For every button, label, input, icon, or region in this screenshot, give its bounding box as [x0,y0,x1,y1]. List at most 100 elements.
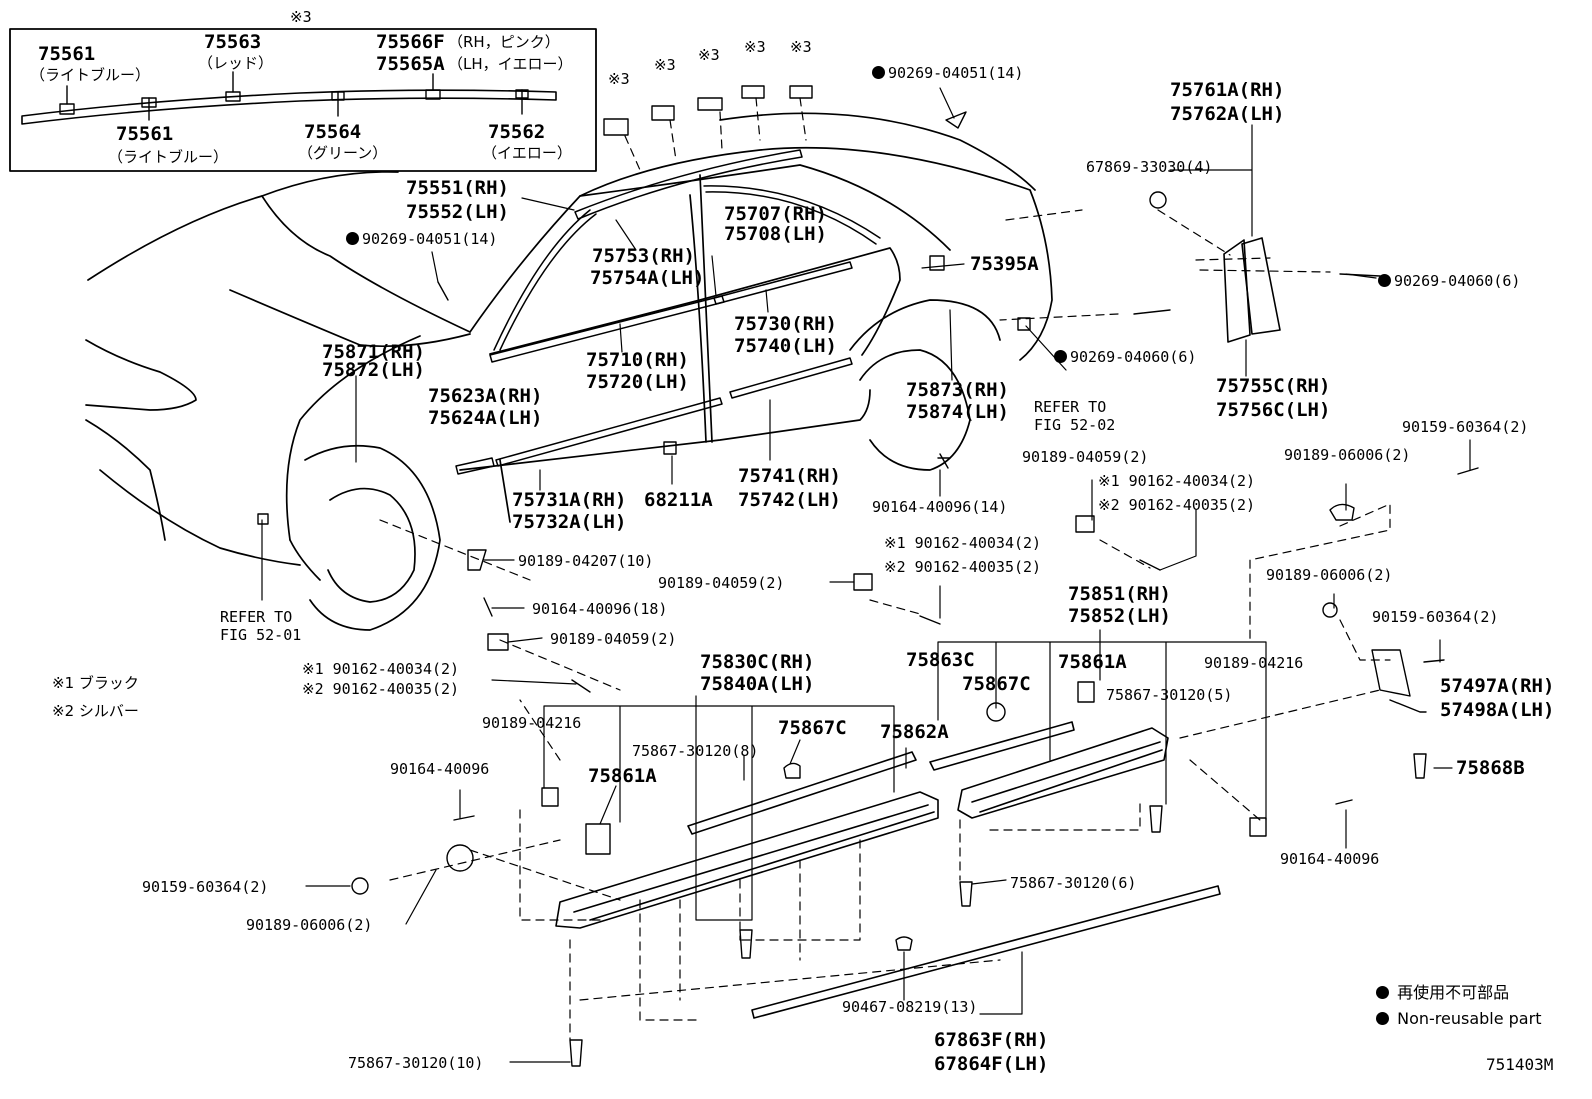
part-75566f: 75566F [376,31,445,53]
mark3-label-3: ※3 [698,46,720,64]
part-90189-04207: 90189-04207(10) [518,552,654,570]
legend-en: Non-reusable part [1376,1010,1541,1028]
part-75732a: 75732A(LH) [512,511,627,533]
part-75761a: 75761A(RH) [1170,79,1285,101]
part-90467-08219: 90467-08219(13) [842,998,978,1016]
mark3-label-1: ※3 [608,70,630,88]
note-black: ※1 ブラック [52,674,139,692]
part-75862a: 75862A [880,721,949,743]
part-75551: 75551(RH) [406,177,509,199]
pillar-moldings [1223,237,1281,343]
part-67864f: 67864F(LH) [934,1053,1049,1075]
part-90162-40034-mid-text: 90162-40034(2) [914,534,1042,552]
part-90269-04060-right: 90269-04060(6) [1378,272,1520,290]
part-75872: 75872(LH) [322,359,425,381]
car-body-outline [85,112,1053,631]
leader-lines [261,87,1471,1063]
part-67869-33030: 67869-33030(4) [1086,158,1213,176]
part-75562: 75562 [488,121,546,143]
part-75868b: 75868B [1456,757,1525,779]
part-75552: 75552(LH) [406,201,509,223]
part-90269-04051-top-text: 90269-04051(14) [888,64,1024,82]
part-90164-40096-right: 90164-40096 [1280,850,1380,868]
non-reusable-dot-icon [1054,350,1067,363]
non-reusable-dot-icon [1378,274,1391,287]
part-75840a: 75840A(LH) [700,673,815,695]
part-75395a: 75395A [970,253,1039,275]
note-silver: ※2 シルバー [52,702,139,720]
part-75708: 75708(LH) [724,223,827,245]
diagram-id: 751403M [1486,1055,1554,1074]
part-90159-60364-left: 90159-60364(2) [142,878,269,896]
part-90162-40034-left: ※1 90162-40034(2) [302,660,459,678]
part-75755c: 75755C(RH) [1216,375,1331,397]
non-reusable-dot-icon [346,232,359,245]
part-90189-06006-left: 90189-06006(2) [246,916,373,934]
part-75867-30120-6: 75867-30120(6) [1010,874,1137,892]
part-75730: 75730(RH) [734,313,837,335]
part-75871: 75871(RH) [322,341,425,363]
part-90269-04060-right-text: 90269-04060(6) [1394,272,1521,290]
part-90162-40035-left-text: 90162-40035(2) [332,680,460,698]
refer-fig-52-02-line1: REFER TO [1034,398,1107,416]
note-mark-2: ※2 [884,558,906,576]
refer-fig-52-02-line2: FIG 52-02 [1034,416,1116,434]
part-75863c: 75863C [906,649,975,671]
note-mark-1: ※1 [884,534,906,552]
note-mark-2: ※2 [302,680,324,698]
mark3-label-4: ※3 [744,38,766,56]
part-90189-06006-right: 90189-06006(2) [1266,566,1393,584]
part-75624a: 75624A(LH) [428,407,543,429]
part-75852: 75852(LH) [1068,605,1171,627]
part-75566f-color: （RH，ピンク） [448,33,560,51]
part-75720: 75720(LH) [586,371,689,393]
part-75561-b: 75561 [116,123,174,145]
part-75874: 75874(LH) [906,401,1009,423]
part-75754a: 75754A(LH) [590,267,705,289]
part-90269-04060-mid: 90269-04060(6) [1054,348,1196,366]
part-75561-b-color: （ライトブルー） [108,148,229,166]
part-90269-04060-mid-text: 90269-04060(6) [1070,348,1197,366]
part-75867-30120-8: 75867-30120(8) [632,742,759,760]
part-90189-04059-mid: 90189-04059(2) [658,574,785,592]
note-mark-1: ※1 [302,660,324,678]
part-75564: 75564 [304,121,362,143]
mark3-label-inset: ※3 [290,8,312,26]
non-reusable-dot-icon [872,66,885,79]
part-75867c-right: 75867C [962,673,1031,695]
part-75756c: 75756C(LH) [1216,399,1331,421]
part-75565a: 75565A [376,53,445,75]
part-90162-40035-mid-text: 90162-40035(2) [914,558,1042,576]
part-90189-04216-right: 90189-04216 [1204,654,1304,672]
refer-fig-52-01-line2: FIG 52-01 [220,626,302,644]
part-75707: 75707(RH) [724,203,827,225]
part-75741: 75741(RH) [738,465,841,487]
part-75563-color: （レッド） [198,54,274,72]
legend-en-text: Non-reusable part [1397,1009,1542,1028]
part-75561-a-color: （ライトブルー） [30,66,151,84]
dashed-guides [379,97,1391,1041]
part-90162-40034-top-right-text: 90162-40034(2) [1128,472,1256,490]
inset-molding [21,89,557,125]
part-75623a: 75623A(RH) [428,385,543,407]
part-75731a: 75731A(RH) [512,489,627,511]
fasteners [257,85,1479,1067]
rocker-panels [555,721,1221,1019]
part-57498a: 57498A(LH) [1440,699,1555,721]
non-reusable-dot-icon [1376,986,1389,999]
part-57497a: 57497A(RH) [1440,675,1555,697]
part-75851: 75851(RH) [1068,583,1171,605]
part-90269-04051-top: 90269-04051(14) [872,64,1023,82]
part-75861a-left: 75861A [588,765,657,787]
part-75867-30120-5: 75867-30120(5) [1106,686,1233,704]
part-75563: 75563 [204,31,262,53]
note-mark-1: ※1 [1098,472,1120,490]
part-75561-a: 75561 [38,43,96,65]
note-mark-2: ※2 [1098,496,1120,514]
part-75873: 75873(RH) [906,379,1009,401]
part-90269-04051-left-text: 90269-04051(14) [362,230,498,248]
legend-jp-text: 再使用不可部品 [1397,983,1510,1002]
part-90269-04051-left: 90269-04051(14) [346,230,497,248]
part-75742: 75742(LH) [738,489,841,511]
